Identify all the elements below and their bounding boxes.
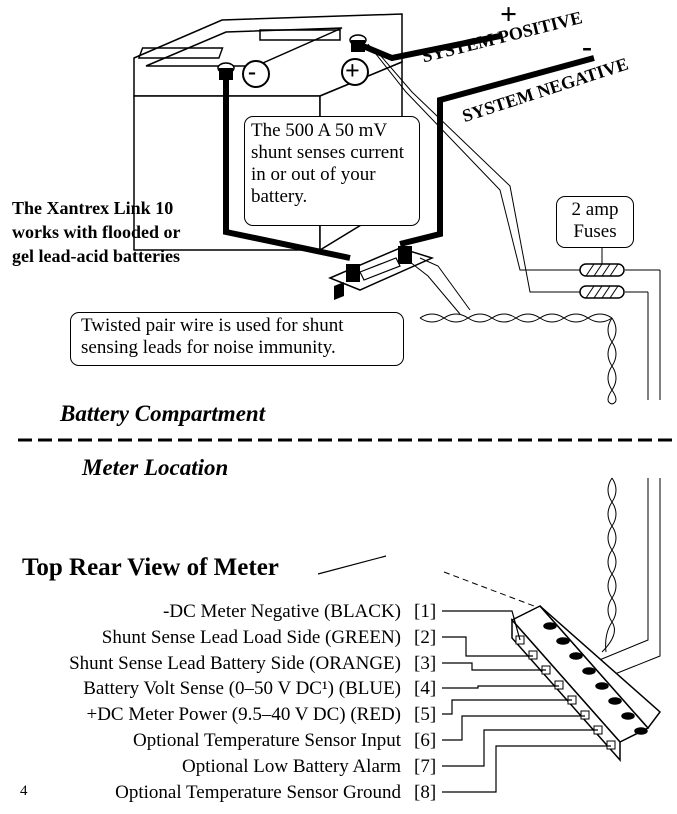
pin-label: Optional Temperature Sensor Ground [115, 782, 401, 803]
pin-number: [4] [414, 678, 437, 699]
fuses [579, 246, 625, 299]
fuses-callout: 2 amp Fuses [556, 196, 634, 248]
pin-label: -DC Meter Negative (BLACK) [163, 601, 401, 622]
twisted-callout-line: Twisted pair wire is used for shunt [81, 315, 344, 336]
battery-terminal-negative [217, 62, 235, 80]
twisted-pair [419, 313, 617, 405]
compat-note-line: works with flooded or [12, 222, 181, 242]
pin-label: Optional Low Battery Alarm [182, 756, 401, 777]
fuses-callout-line: Fuses [573, 221, 617, 242]
positive-symbol-circle [341, 58, 369, 86]
shunt-callout-line: The 500 A 50 mV [251, 120, 388, 141]
shunt-callout: The 500 A 50 mV shunt senses current in … [244, 116, 420, 226]
shunt-callout-line: shunt senses current [251, 142, 405, 163]
pin-number: [3] [414, 653, 437, 674]
pin-number: [8] [414, 782, 437, 803]
compat-note-line: gel lead-acid batteries [12, 246, 180, 266]
negative-sign: - [248, 59, 256, 85]
system-negative-cable [399, 55, 595, 247]
compatibility-note: The Xantrex Link 10 works with flooded o… [12, 196, 181, 268]
system-positive-plus: + [500, 0, 518, 31]
battery-compartment-heading: Battery Compartment [60, 401, 266, 426]
pin-number: [2] [414, 627, 437, 648]
compat-note-line: The Xantrex Link 10 [12, 198, 174, 218]
battery-terminal-positive [349, 34, 367, 52]
shunt [328, 246, 435, 300]
meter-location-heading: Meter Location [82, 455, 229, 480]
positive-sign: + [345, 56, 360, 85]
rear-view-title: Top Rear View of Meter [22, 554, 279, 581]
pin-number: [7] [414, 756, 437, 777]
pin-label: Optional Temperature Sensor Input [133, 730, 401, 751]
pin-label: +DC Meter Power (9.5–40 V DC) (RED) [86, 704, 401, 725]
shunt-callout-line: in or out of your [251, 164, 376, 185]
pin-label: Shunt Sense Lead Load Side (GREEN) [101, 627, 401, 648]
pin-number: [6] [414, 730, 437, 751]
twisted-callout-line: sensing leads for noise immunity. [81, 337, 336, 358]
negative-symbol-circle [242, 60, 270, 88]
meter-terminal-block [510, 605, 662, 762]
twisted-pair-callout: Twisted pair wire is used for shunt sens… [70, 312, 404, 366]
page-number: 4 [20, 783, 28, 799]
pin-number: [5] [414, 704, 437, 725]
battery-negative-to-shunt-cable [223, 80, 351, 261]
shunt-callout-line: battery. [251, 186, 308, 207]
pin-label: Battery Volt Sense (0–50 V DC¹) (BLUE) [83, 678, 401, 699]
pin-leaders [442, 610, 611, 793]
fuses-callout-line: 2 amp [571, 199, 619, 220]
pin-number: [1] [414, 601, 437, 622]
system-negative-minus: - [582, 30, 592, 63]
pin-label: Shunt Sense Lead Battery Side (ORANGE) [69, 653, 401, 674]
